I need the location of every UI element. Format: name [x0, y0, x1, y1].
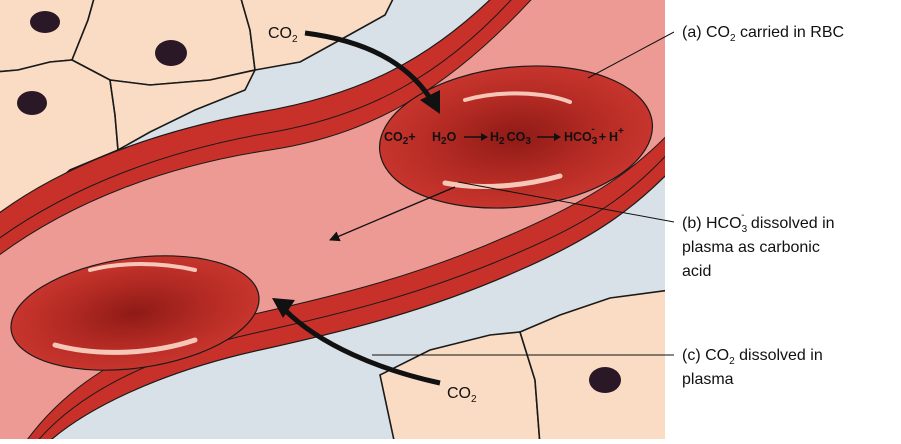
- nuclei-lower: [589, 367, 621, 393]
- rbc-highlight: [88, 262, 197, 272]
- rbc-highlight: [463, 91, 572, 104]
- rbc-highlight: [52, 337, 198, 355]
- equation-h2o: H2O: [432, 130, 457, 147]
- rbc-bottom: [10, 255, 260, 371]
- nucleus: [17, 91, 47, 115]
- bicarbonate-arrow: [329, 186, 456, 242]
- callout-c: (c) CO2 dissolved in plasma: [682, 347, 823, 388]
- callout-a-leader: [587, 31, 675, 79]
- co2-top-label: CO2: [268, 25, 298, 45]
- tissue-cell: [109, 68, 257, 152]
- equation-hco3: HCO3-+H+: [564, 124, 624, 147]
- rbc-highlight: [442, 173, 563, 190]
- vessel-inner-line: [0, 0, 512, 239]
- equation-arrowhead: [481, 133, 488, 141]
- nucleus: [155, 40, 187, 66]
- callout-b-line1: (b) HCO3- dissolved in: [682, 210, 835, 235]
- nucleus: [589, 367, 621, 393]
- tissue-cell: [519, 289, 665, 439]
- callout-b-line3: acid: [682, 263, 711, 280]
- callout-b-line2: plasma as carbonic: [682, 239, 820, 256]
- callout-b: (b) HCO3- dissolved in plasma as carboni…: [682, 210, 835, 280]
- vessel-inner-line: [38, 155, 665, 439]
- co2-exit-arrow: [272, 298, 441, 386]
- callout-b-leader: [457, 181, 675, 223]
- equation-co2: CO2+: [384, 130, 416, 147]
- equation-arrowhead: [554, 133, 561, 141]
- lower-tissue-cells: [379, 289, 665, 439]
- callout-a: (a) CO2 carried in RBC: [682, 24, 844, 44]
- rbc-top: [378, 65, 654, 209]
- callout-c-line1: (c) CO2 dissolved in: [682, 347, 823, 367]
- callout-c-line2: plasma: [682, 371, 734, 388]
- nuclei-upper: [17, 11, 187, 115]
- co2-bottom-label: CO2: [447, 385, 477, 405]
- nucleus: [30, 11, 60, 33]
- co2-entry-arrow: [304, 30, 440, 114]
